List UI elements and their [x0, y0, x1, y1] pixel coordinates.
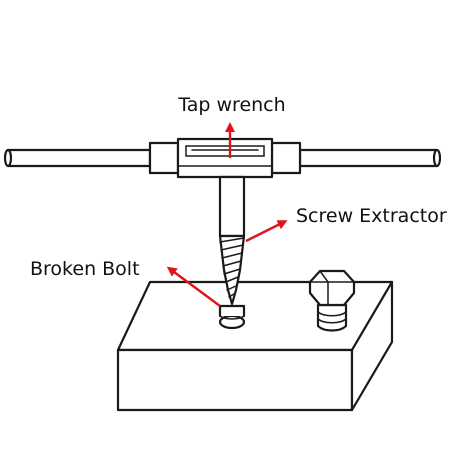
broken-bolt-stub	[218, 304, 246, 330]
tap-wrench	[3, 137, 442, 179]
broken-bolt-label: Broken Bolt	[30, 258, 140, 280]
broken-bolt-arrow	[166, 266, 221, 307]
spare-bolt	[308, 269, 356, 332]
screw-extractor	[218, 175, 246, 306]
work-block	[116, 280, 394, 412]
screw-extractor-arrow	[245, 220, 288, 243]
tap-wrench-label: Tap wrench	[177, 94, 285, 116]
screw-extractor-label: Screw Extractor	[296, 205, 447, 227]
